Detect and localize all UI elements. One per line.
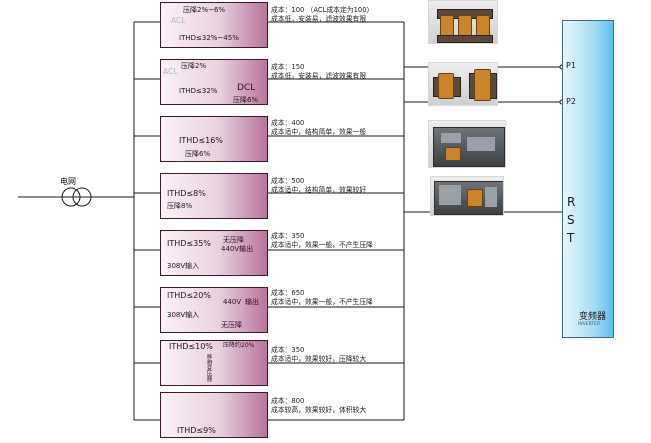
ithd-label: ITHD≤8% bbox=[167, 189, 206, 198]
acl-reactor-photo bbox=[428, 0, 498, 44]
cost-line: 成本：400 bbox=[271, 119, 305, 127]
cost-line: 成本：150 bbox=[271, 63, 305, 71]
cost-line: 成本：100 （ACL成本定为100） bbox=[271, 6, 374, 14]
ithd-label: ITHD≤20% bbox=[167, 291, 211, 300]
filter-box-dcl: 压降2% ACL ITHD≤32% DCL 压降6% bbox=[160, 59, 268, 105]
ithd-label: ITHD≤16% bbox=[179, 136, 223, 145]
phase-s-label: S bbox=[567, 213, 575, 227]
voltage-drop-label: 压降约20% bbox=[223, 342, 255, 349]
output-voltage-label: 440V bbox=[223, 298, 242, 306]
branch-feeds bbox=[134, 21, 160, 421]
filter-description-autotransformer-20: 成本：650 成本适中，效果一般，不产生压降 bbox=[271, 289, 373, 307]
ithd-label: ITHD≤32%~45% bbox=[179, 34, 239, 42]
acl-label: ACL bbox=[163, 67, 178, 76]
dcl-label: DCL bbox=[237, 83, 256, 93]
remark-line: 成本低，安装易，滤波效果有限 bbox=[271, 72, 367, 80]
phase-shift-transformer-label: 移相变压器 bbox=[205, 354, 212, 382]
cost-line: 成本：800 bbox=[271, 397, 305, 405]
remark-line: 成本适中，效果一般，不产生压降 bbox=[271, 241, 373, 249]
inverter-label-en: INVERTER bbox=[578, 322, 601, 327]
output-taps bbox=[268, 21, 404, 421]
cost-line: 成本：350 bbox=[271, 346, 305, 354]
passive-filter-photo-2 bbox=[430, 176, 504, 216]
acl-label: ACL bbox=[171, 16, 186, 25]
grid-label: 电网 bbox=[60, 177, 76, 186]
remark-line: 成本适中，结构简单，效果较好 bbox=[271, 186, 367, 194]
filter-box-phase-shift-10: ITHD≤10% 压降约20% 移相变压器 bbox=[160, 340, 268, 386]
no-drop-label: 无压降 bbox=[221, 321, 242, 329]
filter-description-dcl: 成本：150 成本低，安装易，滤波效果有限 bbox=[271, 63, 366, 81]
remark-line: 成本适中，结构简单，效果一般 bbox=[271, 128, 367, 136]
remark-line: 成本适中，效果较好，压降较大 bbox=[271, 355, 367, 363]
port-p2-label: P2 bbox=[566, 97, 576, 106]
filter-description-passive-16: 成本：400 成本适中，结构简单，效果一般 bbox=[271, 119, 366, 137]
phase-r-label: R bbox=[567, 195, 576, 209]
passive-filter-photo-1 bbox=[428, 120, 506, 168]
voltage-drop-label-2: 压降6% bbox=[233, 96, 259, 104]
remark-line: 成本低，安装易，滤波效果有限 bbox=[271, 15, 367, 23]
filter-description-autotransformer-35: 成本：350 成本适中，效果一般，不产生压降 bbox=[271, 232, 373, 250]
remark-line: 成本较高，效果较好，体积较大 bbox=[271, 406, 367, 414]
filter-box-passive-16: ITHD≤16% 压降6% bbox=[160, 116, 268, 162]
inverter-label-cn: 变频器 bbox=[579, 312, 607, 322]
voltage-drop-label: 压降8% bbox=[167, 202, 193, 210]
output-label: 输出 bbox=[245, 298, 259, 306]
no-drop-label: 无压降 bbox=[223, 236, 244, 244]
filter-description-phase-shift-10: 成本：350 成本适中，效果较好，压降较大 bbox=[271, 346, 366, 364]
filter-description-multipulse-9: 成本：800 成本较高，效果较好，体积较大 bbox=[271, 397, 366, 415]
cost-line: 成本：350 bbox=[271, 232, 305, 240]
output-voltage-label: 440V输出 bbox=[221, 245, 254, 253]
dcl-reactor-photo bbox=[428, 62, 498, 106]
filter-box-multipulse-9: ITHD≤9% bbox=[160, 392, 268, 438]
voltage-drop-label: 压降6% bbox=[185, 150, 211, 158]
filter-box-autotransformer-20: ITHD≤20% 440V 输出 308V输入 无压降 bbox=[160, 287, 268, 333]
ithd-label: ITHD≤9% bbox=[177, 426, 216, 435]
input-voltage-label: 308V输入 bbox=[167, 262, 200, 270]
voltage-drop-label: 压降2%~6% bbox=[183, 6, 226, 14]
filter-box-autotransformer-35: ITHD≤35% 无压降 440V输出 308V输入 bbox=[160, 230, 268, 276]
ithd-label: ITHD≤10% bbox=[169, 342, 213, 351]
input-voltage-label: 308V输入 bbox=[167, 311, 200, 319]
filter-description-acl: 成本：100 （ACL成本定为100） 成本低，安装易，滤波效果有限 bbox=[271, 6, 373, 24]
cost-line: 成本：650 bbox=[271, 289, 305, 297]
voltage-drop-label: 压降2% bbox=[181, 62, 207, 70]
grid-transformer-icon bbox=[61, 187, 92, 207]
phase-t-label: T bbox=[567, 231, 575, 245]
filter-box-passive-8: ITHD≤8% 压降8% bbox=[160, 173, 268, 219]
remark-line: 成本适中，效果一般，不产生压降 bbox=[271, 298, 373, 306]
port-p1-label: P1 bbox=[566, 61, 576, 70]
ithd-label: ITHD≤35% bbox=[167, 239, 211, 248]
filter-description-passive-8: 成本：500 成本适中，结构简单，效果较好 bbox=[271, 177, 366, 195]
ithd-label: ITHD≤32% bbox=[179, 87, 218, 95]
inverter-block: R S T 变频器 INVERTER bbox=[562, 20, 614, 338]
filter-box-acl: 压降2%~6% ACL ITHD≤32%~45% bbox=[160, 2, 268, 48]
cost-line: 成本：500 bbox=[271, 177, 305, 185]
